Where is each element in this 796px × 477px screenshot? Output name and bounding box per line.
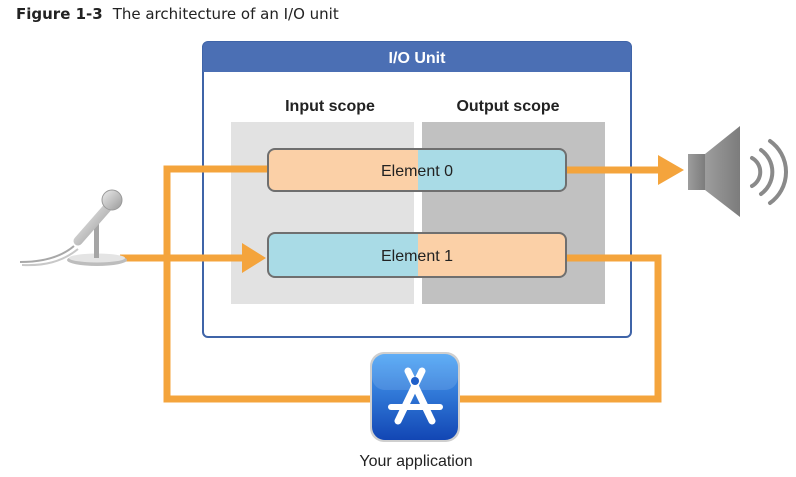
element-1: Element 1 — [267, 232, 567, 278]
speaker-icon — [688, 126, 788, 217]
arrowhead-to-speaker — [658, 155, 684, 185]
io-unit-title: I/O Unit — [389, 50, 447, 67]
element-1-label: Element 1 — [381, 248, 453, 265]
input-scope-label: Input scope — [285, 98, 375, 115]
figure-caption: Figure 1-3 The architecture of an I/O uni… — [16, 5, 339, 23]
figure-title: The architecture of an I/O unit — [112, 5, 339, 23]
element-0: Element 0 — [267, 148, 567, 192]
microphone-icon — [19, 189, 127, 267]
application-label: Your application — [359, 453, 472, 470]
app-store-icon — [370, 352, 460, 442]
output-scope-label: Output scope — [456, 98, 559, 115]
figure-label: Figure 1-3 — [16, 5, 103, 23]
arrowhead-to-element-1 — [242, 243, 266, 273]
element-0-label: Element 0 — [381, 163, 453, 180]
